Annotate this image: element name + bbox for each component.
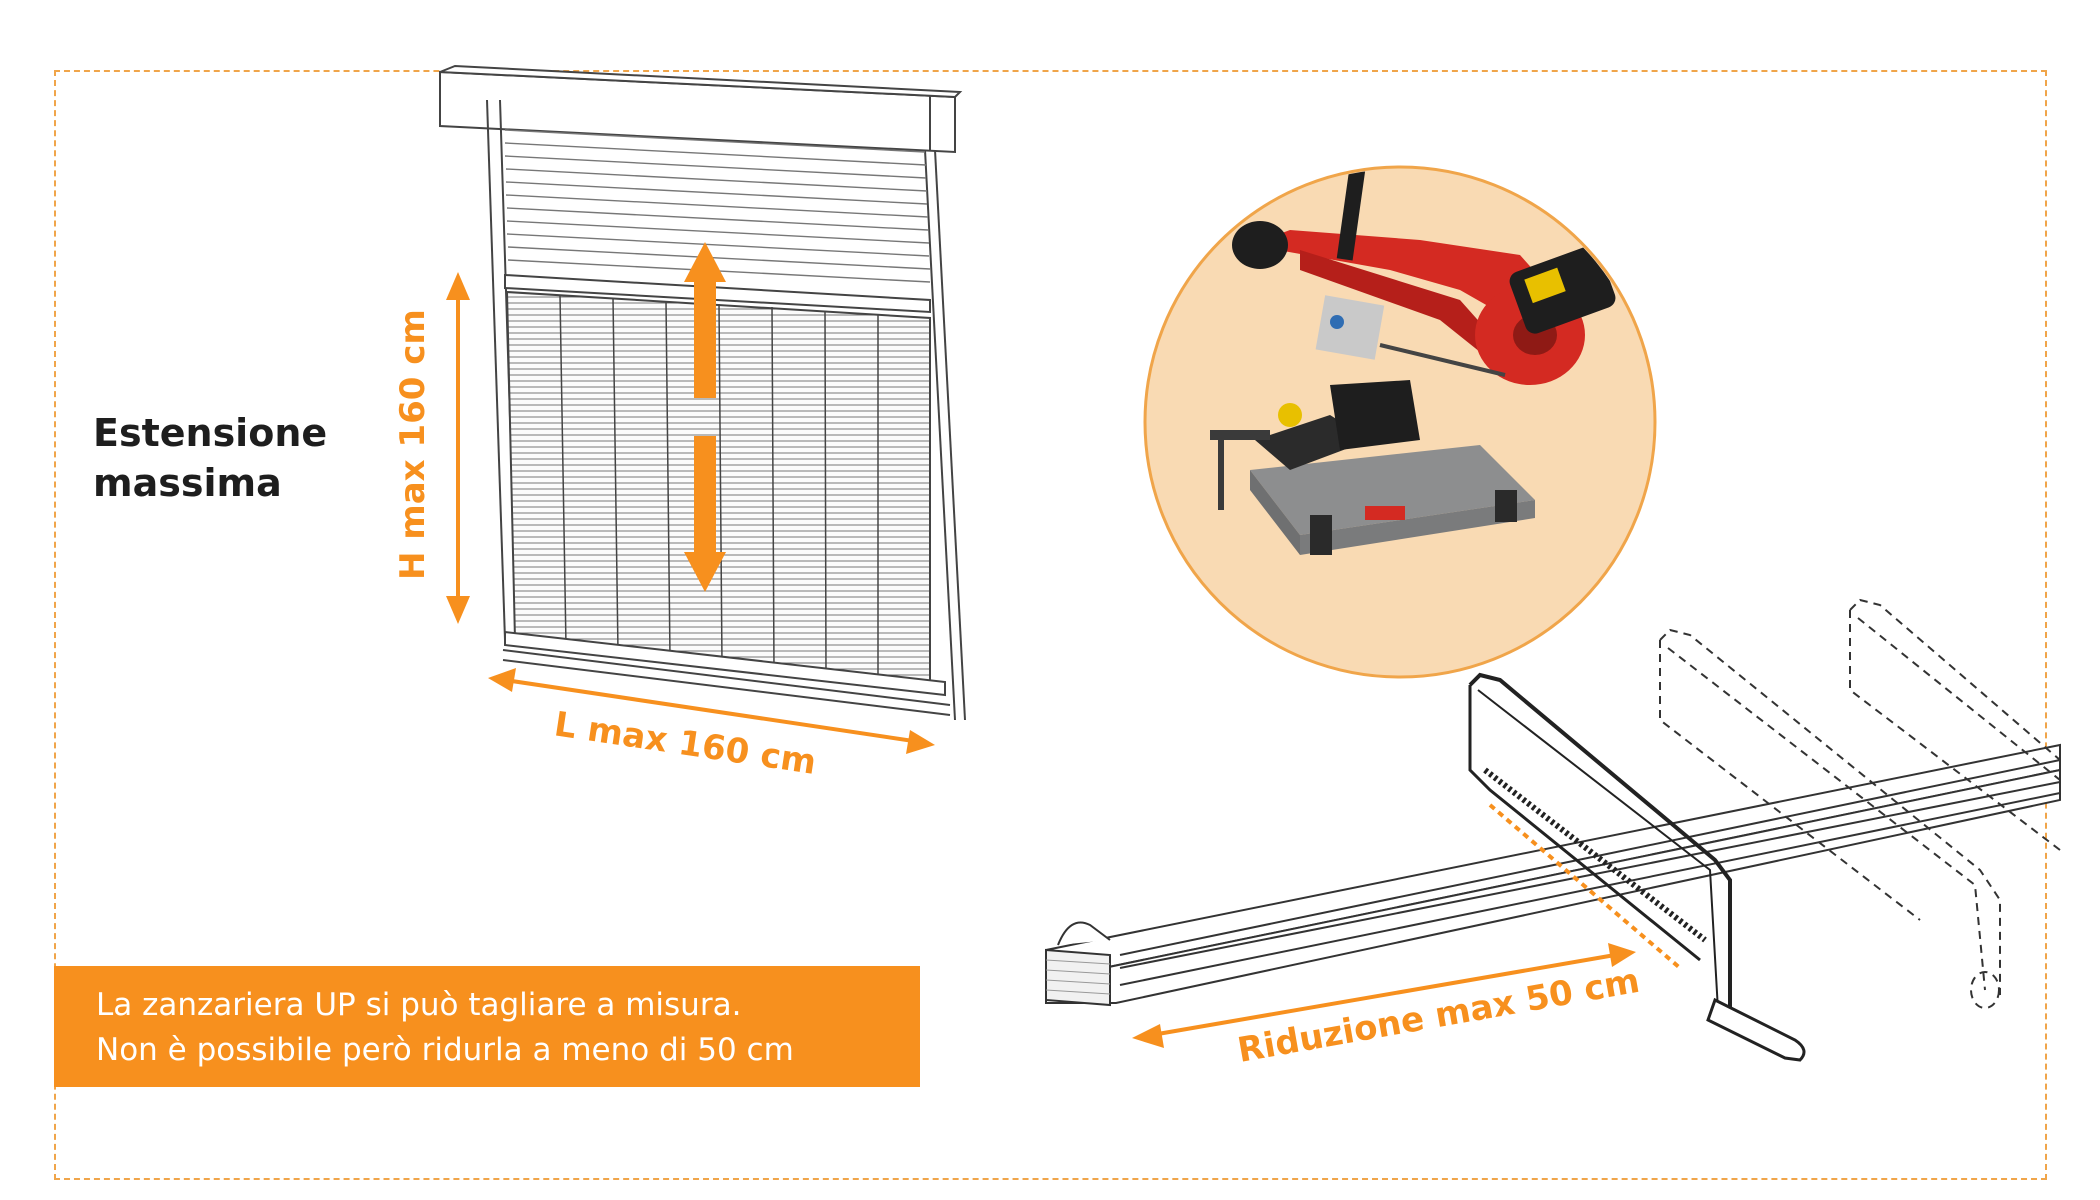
info-banner: La zanzariera UP si può tagliare a misur… <box>54 966 920 1087</box>
heading-line-1: Estensione <box>93 411 328 455</box>
reduction-arrow <box>1132 943 1636 1048</box>
dashed-frame <box>54 70 2047 1180</box>
height-arrow <box>446 272 470 624</box>
banner-line-1: La zanzariera UP si può tagliare a misur… <box>96 987 742 1023</box>
width-arrow <box>488 668 935 754</box>
window-screen-illustration <box>439 64 966 721</box>
height-label: H max 160 cm <box>393 309 433 580</box>
reduction-label: Riduzione max 50 cm <box>1235 961 1643 1071</box>
section-heading: Estensione massima <box>93 408 327 508</box>
hacksaw-illustration <box>1045 598 2061 1062</box>
banner-line-2: Non è possibile però ridurla a meno di 5… <box>96 1032 794 1068</box>
up-down-arrow <box>684 242 726 592</box>
width-label: L max 160 cm <box>552 704 819 783</box>
band-saw-photo <box>1143 165 1657 679</box>
heading-line-2: massima <box>93 461 282 505</box>
